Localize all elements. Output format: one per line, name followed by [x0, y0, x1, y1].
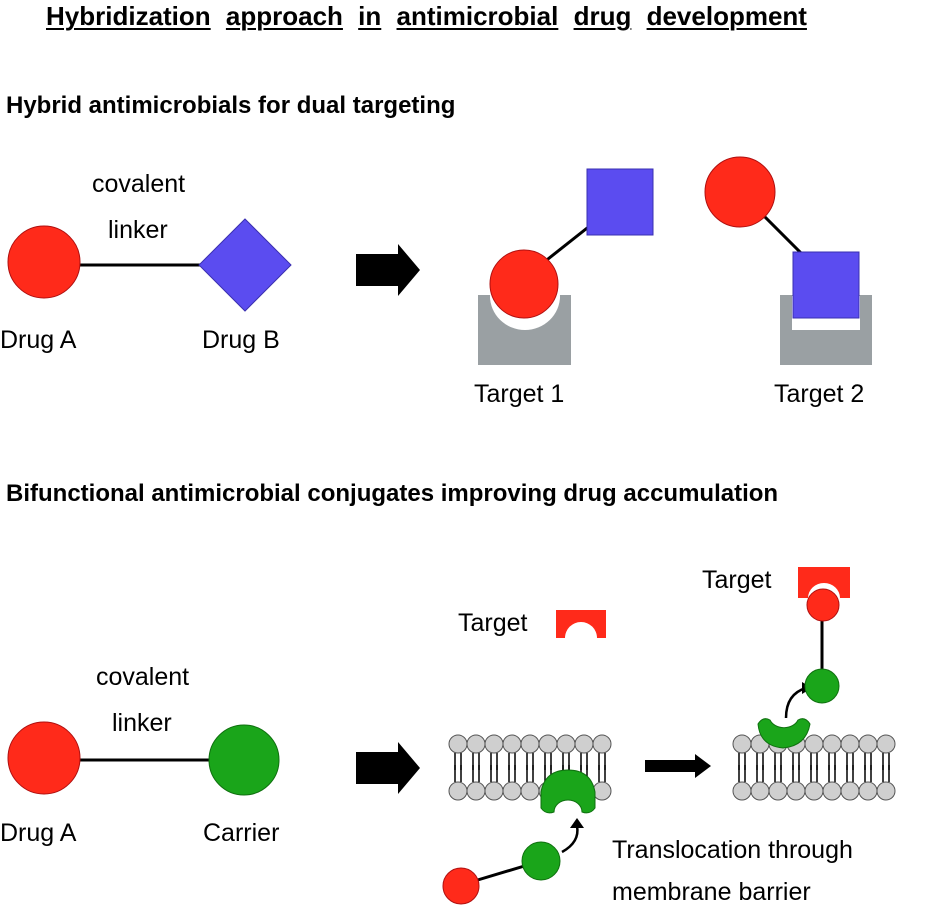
arrowhead-icon	[570, 818, 584, 828]
drug-a-bound-circle	[806, 588, 840, 622]
lipid-head	[732, 734, 752, 754]
drug-b-diamond	[198, 218, 292, 312]
section1-heading: Hybrid antimicrobials for dual targeting	[6, 92, 456, 119]
lipid-head	[538, 734, 558, 754]
lipid-head	[520, 734, 540, 754]
page-title: Hybridization approach in antimicrobial …	[46, 3, 807, 29]
drug-b-square	[586, 168, 654, 236]
lipid-head	[822, 781, 842, 801]
arrow-right-icon	[356, 742, 420, 794]
drug-b-bound-square	[792, 251, 860, 319]
lipid-head	[484, 734, 504, 754]
lipid-head	[592, 781, 612, 801]
lipid-head	[448, 781, 468, 801]
carrier-small-circle	[521, 841, 561, 881]
membrane-transporter-1	[540, 769, 596, 814]
drug-a-bound-circle	[489, 249, 559, 319]
uptake-arrow	[561, 825, 579, 854]
lipid-head	[786, 781, 806, 801]
lipid-head	[822, 734, 842, 754]
lipid-head	[840, 734, 860, 754]
lipid-head	[502, 734, 522, 754]
lipid-head	[804, 781, 824, 801]
lipid-head	[804, 734, 824, 754]
target1-label: Target 1	[474, 380, 565, 408]
drug-a-circle	[704, 156, 776, 228]
title-word: antimicrobial	[396, 1, 559, 31]
carrier-small-circle	[804, 668, 840, 704]
lipid-head	[592, 734, 612, 754]
drug-a-circle	[7, 225, 81, 299]
lipid-head	[520, 781, 540, 801]
section1-linker-label-1: covalent	[92, 170, 186, 198]
carrier-label: Carrier	[203, 819, 280, 847]
drug-a-circle	[7, 721, 81, 795]
lipid-head	[750, 781, 770, 801]
target-label-membrane: Target	[458, 609, 528, 637]
title-word: approach	[225, 1, 343, 31]
section1-drug-a-label: Drug A	[0, 326, 77, 354]
membrane-bilayer-2	[732, 734, 896, 801]
target1-pocket	[478, 295, 571, 365]
translocation-label-2: membrane barrier	[612, 878, 811, 906]
title-word: in	[358, 1, 382, 31]
lipid-head	[574, 734, 594, 754]
lipid-head	[876, 781, 896, 801]
lipid-head	[466, 781, 486, 801]
lipid-head	[502, 781, 522, 801]
section1-linker-label-2: linker	[108, 216, 168, 244]
lipid-head	[484, 781, 504, 801]
membrane-transporter-2	[757, 718, 811, 749]
section1-drug-b-label: Drug B	[202, 326, 280, 354]
target-receptor-icon	[556, 610, 606, 638]
title-word: drug	[573, 1, 632, 31]
lipid-head	[858, 734, 878, 754]
lipid-head	[466, 734, 486, 754]
section2-linker-label-2: linker	[112, 709, 172, 737]
translocation-label-1: Translocation through	[612, 836, 853, 864]
title-word: development	[646, 1, 807, 31]
target2-label: Target 2	[774, 380, 865, 408]
target-label-inside: Target	[702, 566, 772, 594]
lipid-head	[732, 781, 752, 801]
lipid-head	[840, 781, 860, 801]
lipid-head	[876, 734, 896, 754]
target2-complex	[704, 156, 872, 365]
title-word: Hybridization	[46, 1, 211, 31]
lipid-head	[768, 781, 788, 801]
section2-heading: Bifunctional antimicrobial conjugates im…	[6, 480, 779, 507]
arrow-right-icon	[645, 754, 711, 778]
lipid-head	[448, 734, 468, 754]
drug-a-small-circle	[442, 867, 480, 905]
arrow-right-icon	[356, 244, 420, 296]
section2-drug-a-label: Drug A	[0, 819, 77, 847]
carrier-circle	[208, 724, 280, 796]
conjugate-molecule	[7, 721, 280, 796]
section2-linker-label-1: covalent	[96, 663, 190, 691]
lipid-head	[858, 781, 878, 801]
hybrid-molecule	[7, 218, 292, 312]
lipid-head	[556, 734, 576, 754]
target1-complex	[478, 168, 654, 365]
target-receptor-icon	[798, 567, 850, 598]
